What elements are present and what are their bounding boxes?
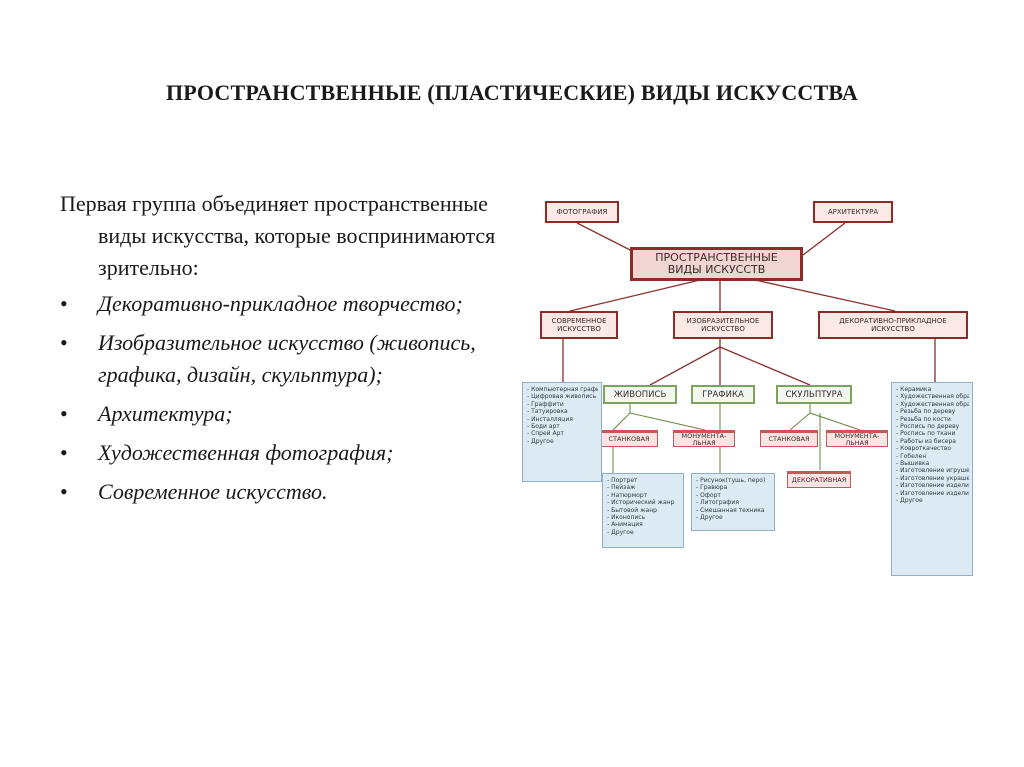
node-sculpture-decorative: ДЕКОРАТИВНАЯ: [787, 471, 851, 488]
leaf-list-item: - Другое: [696, 514, 723, 522]
leaf-list-item: - Офорт: [696, 491, 721, 499]
leaf-list-item: - Изготовление изделий из стекла: [896, 482, 969, 490]
leaf-graphics-list: - Рисунок(тушь, перо)- Гравюра- Офорт- Л…: [691, 473, 775, 531]
node-modern: СОВРЕМЕННОЕ ИСКУССТВО: [540, 311, 618, 339]
node-decorative: ДЕКОРАТИВНО-ПРИКЛАДНОЕ ИСКУССТВО: [818, 311, 968, 339]
node-root: ПРОСТРАНСТВЕННЫЕ ВИДЫ ИСКУССТВ: [630, 247, 803, 281]
list-item: •Архитектура;: [60, 398, 500, 430]
leaf-list-item: - Гравюра: [696, 484, 728, 492]
leaf-list-item: - Бытовой жанр: [607, 506, 657, 514]
bullet-mark: •: [60, 440, 68, 465]
bullet-list: •Декоративно-прикладное творчество; •Изо…: [60, 288, 500, 508]
leaf-list-item: - Другое: [607, 528, 634, 536]
leaf-list-item: - Художественная обработка камня: [896, 393, 969, 401]
leaf-list-item: - Другое: [896, 497, 923, 505]
leaf-list-item: - Вышивка: [896, 460, 930, 468]
leaf-list-item: - Портрет: [607, 477, 638, 484]
list-item: •Изобразительное искусство (живопись, гр…: [60, 327, 500, 391]
leaf-list-item: - Спрей Арт: [527, 430, 564, 438]
leaf-list-item: - Цифровая живопись: [527, 393, 597, 401]
leaf-list-item: - Другое: [527, 437, 554, 445]
leaf-modern-list: - Компьютерная графика- Цифровая живопис…: [522, 382, 602, 482]
intro-paragraph: Первая группа объединяет пространственны…: [60, 191, 496, 280]
node-graphics: ГРАФИКА: [691, 385, 755, 404]
list-item: •Декоративно-прикладное творчество;: [60, 288, 500, 320]
leaf-list-item: - Инсталляция: [527, 415, 573, 423]
node-painting: ЖИВОПИСЬ: [603, 385, 677, 404]
leaf-list-item: - Исторический жанр: [607, 499, 675, 507]
node-sculpture: СКУЛЬПТУРА: [776, 385, 852, 404]
leaf-painting-list: - Портрет- Пейзаж- Натюрморт- Историческ…: [602, 473, 684, 548]
leaf-list-item: - Граффити: [527, 400, 564, 408]
node-sculpture-easel: СТАНКОВАЯ: [760, 430, 818, 447]
node-fine-art: ИЗОБРАЗИТЕЛЬНОЕ ИСКУССТВО: [673, 311, 773, 339]
leaf-list-item: - Татуировка: [527, 408, 568, 416]
leaf-list-item: - Боди арт: [527, 423, 560, 431]
node-architecture: АРХИТЕКТУРА: [813, 201, 893, 223]
leaf-list-item: - Натюрморт: [607, 491, 648, 499]
leaf-list-item: - Керамика: [896, 386, 932, 393]
leaf-list-item: - Работы из бисера: [896, 437, 956, 445]
text-block: Первая группа объединяет пространственны…: [60, 188, 500, 515]
list-item: •Современное искусство.: [60, 476, 500, 508]
slide-title: ПРОСТРАНСТВЕННЫЕ (ПЛАСТИЧЕСКИЕ) ВИДЫ ИСК…: [166, 80, 858, 105]
leaf-list-item: - Анимация: [607, 521, 643, 529]
leaf-decorative-list: - Керамика- Художественная обработка кам…: [891, 382, 973, 576]
bullet-mark: •: [60, 291, 68, 316]
node-painting-easel: СТАНКОВАЯ: [600, 430, 658, 447]
leaf-list-item: - Художественная обработка металла: [896, 400, 969, 408]
arts-diagram: ФОТОГРАФИЯ АРХИТЕКТУРА ПРОСТРАНСТВЕННЫЕ …: [515, 185, 980, 585]
leaf-list-item: - Изготовление игрушек: [896, 467, 969, 475]
leaf-list-item: - Изготовление изделий из кожи: [896, 489, 969, 497]
node-photo: ФОТОГРАФИЯ: [545, 201, 619, 223]
leaf-list-item: - Иконопись: [607, 514, 646, 522]
leaf-list-item: - Гобелен: [896, 452, 927, 460]
leaf-list-item: - Компьютерная графика: [527, 386, 598, 393]
leaf-list-item: - Резьба по кости: [896, 415, 951, 423]
node-sculpture-monumental: МОНУМЕНТА-ЛЬНАЯ: [826, 430, 888, 447]
leaf-list-item: - Резьба по дереву: [896, 408, 956, 416]
connector-lines: [562, 222, 936, 475]
leaf-list-item: - Смешанная техника: [696, 506, 765, 514]
leaf-list-item: - Рисунок(тушь, перо): [696, 477, 766, 484]
list-item: •Художественная фотография;: [60, 437, 500, 469]
bullet-mark: •: [60, 401, 68, 426]
leaf-list-item: - Пейзаж: [607, 484, 636, 492]
node-painting-monumental: МОНУМЕНТА-ЛЬНАЯ: [673, 430, 735, 447]
leaf-list-item: - Изготовление украшений: [896, 474, 969, 482]
leaf-list-item: - Роспись по дереву: [896, 423, 960, 431]
leaf-list-item: - Литография: [696, 499, 739, 507]
leaf-list-item: - Ковроткачество: [896, 445, 952, 453]
bullet-mark: •: [60, 479, 68, 504]
bullet-mark: •: [60, 330, 68, 355]
leaf-list-item: - Роспись по ткани: [896, 430, 956, 438]
